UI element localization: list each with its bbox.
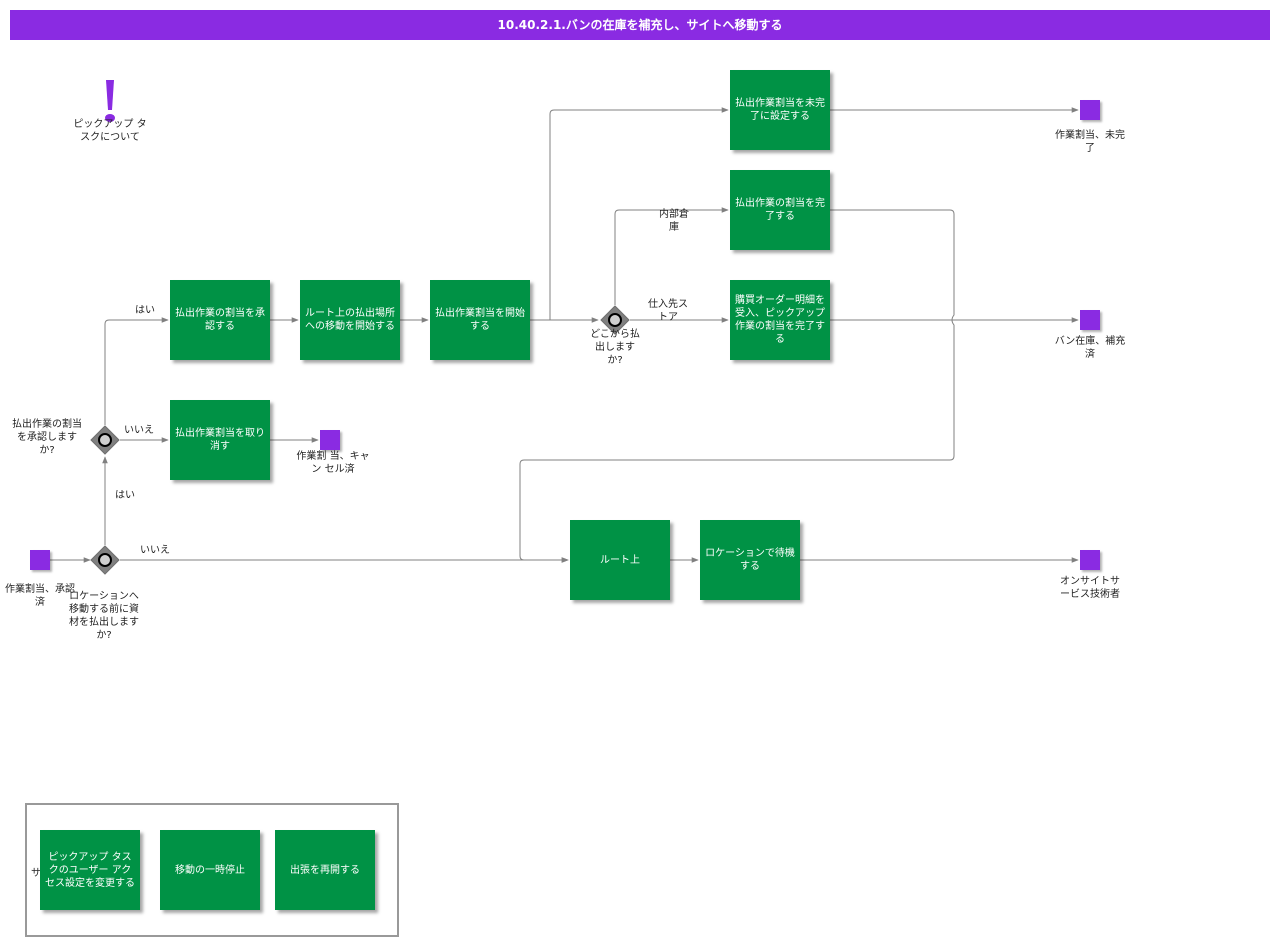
exclamation-icon <box>105 80 115 122</box>
gateway-issue-first[interactable] <box>90 545 120 575</box>
edge-label-internal-warehouse: 内部倉庫 <box>659 209 689 233</box>
edge-label-supplier-store: 仕入先ストア <box>648 299 688 323</box>
gateway-where-issue-label: どこから払出しますか? <box>590 329 640 366</box>
info-label[interactable]: ピックアップ タスクについて <box>73 119 147 143</box>
gateway-accept-label: 払出作業の割当を承認しますか? <box>12 419 82 456</box>
task-complete-assignment[interactable]: 払出作業の割当を完了する <box>730 170 830 250</box>
diagram-title: 10.40.2.1.バンの在庫を補充し、サイトへ移動する <box>10 10 1270 40</box>
edge-label-yes: はい <box>115 490 135 501</box>
event-accepted[interactable] <box>30 550 50 570</box>
event-onsite-label: オンサイトサービス技術者 <box>1060 576 1120 600</box>
edge-gw2-yes <box>104 317 169 425</box>
edge-gw3-internal <box>614 207 729 305</box>
event-incomplete[interactable] <box>1080 100 1100 120</box>
edge-label-no: いいえ <box>140 545 170 556</box>
gateway-where-issue[interactable] <box>600 305 630 335</box>
edge-label-yes: はい <box>135 305 155 316</box>
event-replenished[interactable] <box>1080 310 1100 330</box>
event-replenished-label: バン在庫、補充済 <box>1054 336 1126 360</box>
event-accepted-label: 作業割当、承認済 <box>5 584 75 608</box>
task-start-issue[interactable]: 払出作業割当を開始する <box>430 280 530 360</box>
edge-start-to-incomplete <box>549 107 729 320</box>
event-canceled-label: 作業割 当、キャン セル済 <box>296 451 370 475</box>
gateway-issue-first-label: ロケーションへ移動する前に資材を払出しますか? <box>69 591 139 641</box>
edge-complete-to-route <box>519 209 955 563</box>
task-start-travel[interactable]: ルート上の払出場所への移動を開始する <box>300 280 400 360</box>
event-onsite[interactable] <box>1080 550 1100 570</box>
event-canceled[interactable] <box>320 430 340 450</box>
task-set-incomplete[interactable]: 払出作業割当を未完了に設定する <box>730 70 830 150</box>
event-incomplete-label: 作業割当、未完了 <box>1055 130 1125 154</box>
gateway-accept[interactable] <box>90 425 120 455</box>
legend-side-label: サ <box>31 868 41 879</box>
edge-label-no: いいえ <box>124 425 154 436</box>
task-on-route[interactable]: ルート上 <box>570 520 670 600</box>
legend-task-change-access[interactable]: ピックアップ タスクのユーザー アクセス設定を変更する <box>40 830 140 910</box>
legend-box <box>25 803 399 937</box>
task-accept-assignment[interactable]: 払出作業の割当を承認する <box>170 280 270 360</box>
legend-task-pause-travel[interactable]: 移動の一時停止 <box>160 830 260 910</box>
task-wait-at-location[interactable]: ロケーションで待機する <box>700 520 800 600</box>
task-receive-po[interactable]: 購買オーダー明細を受入、ピックアップ作業の割当を完了する <box>730 280 830 360</box>
task-cancel-assignment[interactable]: 払出作業割当を取り消す <box>170 400 270 480</box>
legend-task-resume-trip[interactable]: 出張を再開する <box>275 830 375 910</box>
